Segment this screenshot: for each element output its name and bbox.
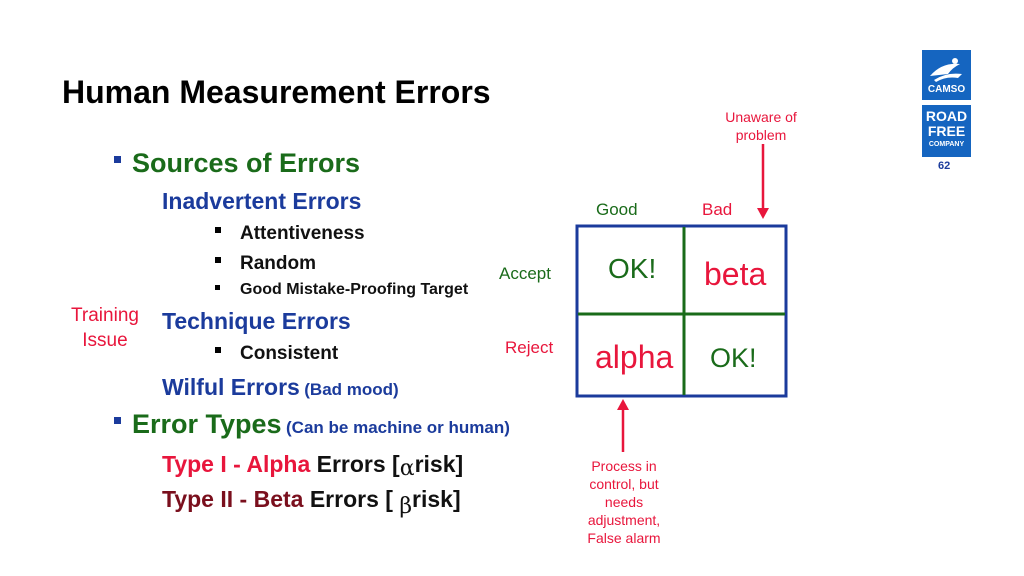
annotation-unaware: Unaware of problem [711, 108, 811, 144]
alpha-symbol: α [399, 456, 415, 481]
type1-line: Type I - Alpha Errors [αrisk] [162, 451, 464, 481]
wilful-note: (Bad mood) [304, 380, 399, 399]
cell-accept-bad: beta [704, 256, 767, 292]
bullet-marker [114, 156, 121, 163]
arrow-top-head [757, 208, 769, 219]
logo-line1: ROAD [925, 108, 968, 124]
row-header-accept: Accept [499, 264, 551, 283]
bullet-inadvertent: Inadvertent Errors [162, 188, 362, 214]
cell-reject-bad: OK! [710, 343, 757, 373]
bullet-error-types: Error Types (Can be machine or human) [132, 409, 510, 440]
road-free-company-logo: ROAD FREE COMPANY [922, 105, 971, 157]
logo-line2: FREE [927, 123, 966, 139]
error-types-label: Error Types [132, 409, 282, 439]
logo-line3: COMPANY [928, 141, 965, 148]
annotation-false-alarm: Process in control, but needs adjustment… [571, 457, 677, 547]
rider-icon [930, 58, 962, 82]
annotation-unaware-line2: problem [735, 127, 787, 143]
bullet-attentiveness: Attentiveness [240, 223, 365, 244]
type2-prefix: Type II - Beta [162, 486, 304, 512]
column-header-good: Good [596, 200, 638, 219]
beta-symbol: β [399, 494, 413, 519]
type2-mid: Errors [ [309, 486, 393, 512]
annotation-false-alarm-line2: control, but [589, 476, 659, 492]
training-issue-line1: Training [71, 305, 139, 326]
wilful-label: Wilful Errors [162, 374, 300, 400]
type1-suffix: risk] [414, 451, 464, 477]
bullet-random: Random [240, 253, 316, 274]
arrow-bottom-head [617, 399, 629, 410]
bullet-marker [215, 227, 221, 233]
type2-line: Type II - Beta Errors [ βrisk] [162, 486, 461, 519]
bullet-marker [114, 417, 121, 424]
bullet-marker [215, 257, 221, 263]
bullet-marker [215, 285, 220, 290]
bullet-wilful: Wilful Errors (Bad mood) [162, 374, 399, 401]
cell-reject-good: alpha [595, 339, 674, 375]
error-types-note: (Can be machine or human) [286, 418, 510, 437]
bullet-consistent: Consistent [240, 343, 339, 364]
annotation-false-alarm-line3: needs [604, 494, 644, 510]
annotation-false-alarm-line1: Process in [591, 458, 657, 474]
bullet-technique: Technique Errors [162, 308, 351, 334]
cell-accept-good: OK! [608, 253, 657, 284]
type1-mid: Errors [ [316, 451, 400, 477]
page-number: 62 [938, 160, 951, 172]
logo-top-label: CAMSO [927, 84, 966, 95]
camso-logo: CAMSO [922, 50, 971, 100]
row-header-reject: Reject [505, 338, 554, 357]
type1-prefix: Type I - Alpha [162, 451, 311, 477]
slide-title: Human Measurement Errors [62, 74, 491, 110]
bullet-marker [215, 347, 221, 353]
type2-suffix: risk] [412, 486, 461, 512]
annotation-false-alarm-line4: adjustment, [587, 512, 661, 528]
training-issue-note: Training Issue [60, 303, 150, 353]
column-header-bad: Bad [702, 200, 733, 219]
training-issue-line2: Issue [82, 330, 128, 351]
annotation-false-alarm-line5: False alarm [587, 530, 661, 546]
annotation-unaware-line1: Unaware of [725, 109, 797, 125]
bullet-mistake-proofing: Good Mistake-Proofing Target [240, 281, 469, 298]
bullet-sources: Sources of Errors [132, 148, 361, 178]
